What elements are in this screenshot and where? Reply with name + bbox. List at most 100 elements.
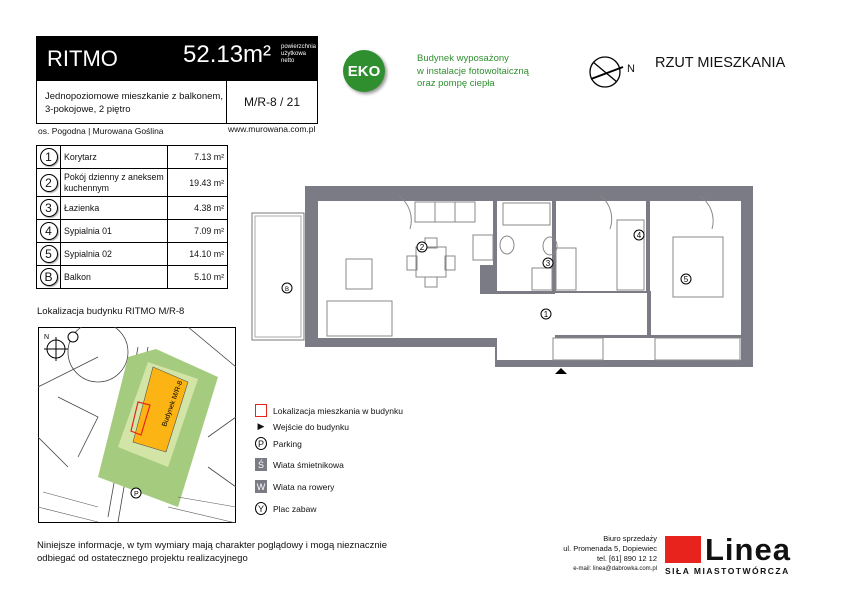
legend-label: Plac zabaw [273, 503, 317, 514]
svg-text:B: B [285, 287, 289, 293]
eko-line: w instalacje fotowoltaiczną [417, 65, 529, 77]
description-line: 3-pokojowe, 2 piętro [45, 104, 131, 115]
location: os. Pogodna | Murowana Goślina [38, 126, 164, 136]
legend-item: P Parking [255, 437, 302, 450]
room-name: Sypialnia 02 [60, 242, 168, 266]
room-area: 19.43 m² [167, 168, 228, 197]
linea-logo: Linea SIŁA MIASTOTWÓRCZA [665, 532, 805, 576]
office-line: ul. Promenada 5, Dopiewiec [563, 544, 657, 553]
parking-icon: P [130, 487, 142, 499]
svg-text:2: 2 [420, 243, 425, 252]
room-marker: 3 [542, 257, 554, 269]
entrance-icon: ▶ [257, 421, 265, 431]
site-map-title: Lokalizacja budynku RITMO M/R-8 [37, 306, 185, 317]
playground-icon: Y [255, 502, 267, 515]
legend-item: W Wiata na rowery [255, 480, 334, 493]
room-name: Sypialnia 01 [60, 219, 168, 243]
room-area: 4.38 m² [167, 196, 228, 220]
room-marker: 4 [633, 229, 645, 241]
room-marker: 2 [416, 241, 428, 253]
room-number: 4 [39, 222, 58, 240]
apartment-header: RITMO 52.13m² powierzchnia użytkowa nett… [36, 36, 318, 124]
apartment-name: RITMO [47, 46, 118, 71]
room-number: 1 [39, 148, 58, 166]
eko-text: Budynek wyposażony w instalacje fotowolt… [417, 53, 529, 91]
disclaimer: Niniejsze informacje, w tym wymiary mają… [37, 539, 387, 565]
entrance-icon [555, 368, 567, 374]
living-and-corridor [318, 201, 741, 360]
legend-label: Wiata na rowery [273, 481, 335, 492]
apartment-location-marker [130, 401, 151, 436]
room-area: 7.09 m² [167, 219, 228, 243]
room-name: Łazienka [60, 196, 168, 220]
room-number: 3 [39, 199, 58, 217]
site-map: Budynek M/R-8 N P [38, 327, 236, 523]
parking-icon: P [255, 437, 267, 450]
bike-shelter-icon: W [255, 480, 267, 493]
sales-office: Biuro sprzedaży ul. Promenada 5, Dopiewi… [540, 534, 657, 574]
eko-badge: EKO [343, 50, 385, 92]
area-note-line: powierzchnia [281, 44, 317, 50]
header-black-band: RITMO 52.13m² powierzchnia użytkowa nett… [37, 37, 317, 81]
description-line: Jednopoziomowe mieszkanie z balkonem, [45, 91, 223, 102]
room-name: Korytarz [60, 145, 168, 169]
legend-item: Ś Wiata śmietnikowa [255, 458, 344, 471]
legend-label: Wiata śmietnikowa [273, 459, 344, 470]
apartment-description: Jednopoziomowe mieszkanie z balkonem, 3-… [45, 90, 225, 116]
office-email[interactable]: e-mail: linea@dabrowka.com.pl [573, 566, 657, 572]
svg-text:P: P [134, 491, 139, 498]
office-line: Biuro sprzedaży [603, 534, 657, 543]
logo-wordmark: Linea [705, 532, 791, 567]
disclaimer-line: odbiegać od ostatecznego projektu realiz… [37, 553, 248, 564]
plan-title: RZUT MIESZKANIA [655, 55, 786, 71]
room-marker: 5 [680, 273, 692, 285]
room-area: 5.10 m² [167, 265, 228, 289]
room-name: Pokój dzienny z aneksem kuchennym [60, 168, 168, 197]
legend-item: Y Plac zabaw [255, 502, 316, 515]
bedroom-02 [650, 201, 741, 338]
legend-item: Lokalizacja mieszkania w budynku [255, 404, 403, 417]
north-arrow-icon: N [44, 334, 68, 361]
office-line: tel. [61] 890 12 12 [596, 554, 657, 563]
eko-line: oraz pompę ciepła [417, 78, 495, 89]
apartment-code: M/R-8 / 21 [226, 81, 317, 123]
svg-text:1: 1 [544, 310, 549, 319]
legend-label: Parking [273, 438, 302, 449]
waste-shelter-icon: Ś [255, 458, 267, 471]
apartment-area: 52.13m² [183, 41, 272, 68]
building-m-r-8 [132, 366, 189, 453]
balcony [251, 212, 305, 341]
website-link[interactable]: www.murowana.com.pl [228, 124, 316, 134]
area-note-line: użytkowa [281, 51, 307, 57]
svg-text:4: 4 [637, 231, 642, 240]
legend-item: ▶ Wejście do budynku [255, 420, 349, 433]
legend-label: Wejście do budynku [273, 421, 349, 432]
svg-text:5: 5 [684, 275, 689, 284]
disclaimer-line: Niniejsze informacje, w tym wymiary mają… [37, 540, 388, 551]
eko-line: Budynek wyposażony [417, 53, 509, 64]
room-number: 5 [39, 245, 58, 263]
area-note: powierzchnia użytkowa netto [281, 44, 316, 65]
compass-icon [589, 56, 624, 88]
bedroom-01 [556, 201, 646, 291]
room-marker: 1 [540, 308, 552, 320]
room-area: 14.10 m² [167, 242, 228, 266]
room-name: Balkon [60, 265, 168, 289]
room-number: B [39, 268, 58, 286]
room-number: 2 [39, 173, 58, 192]
apartment-location-icon [255, 404, 267, 417]
svg-text:3: 3 [546, 259, 551, 268]
north-label: N [627, 63, 635, 75]
room-area: 7.13 m² [167, 145, 228, 169]
logo-tagline: SIŁA MIASTOTWÓRCZA [665, 566, 790, 576]
logo-red-block [665, 536, 701, 563]
area-note-line: netto [281, 58, 295, 64]
